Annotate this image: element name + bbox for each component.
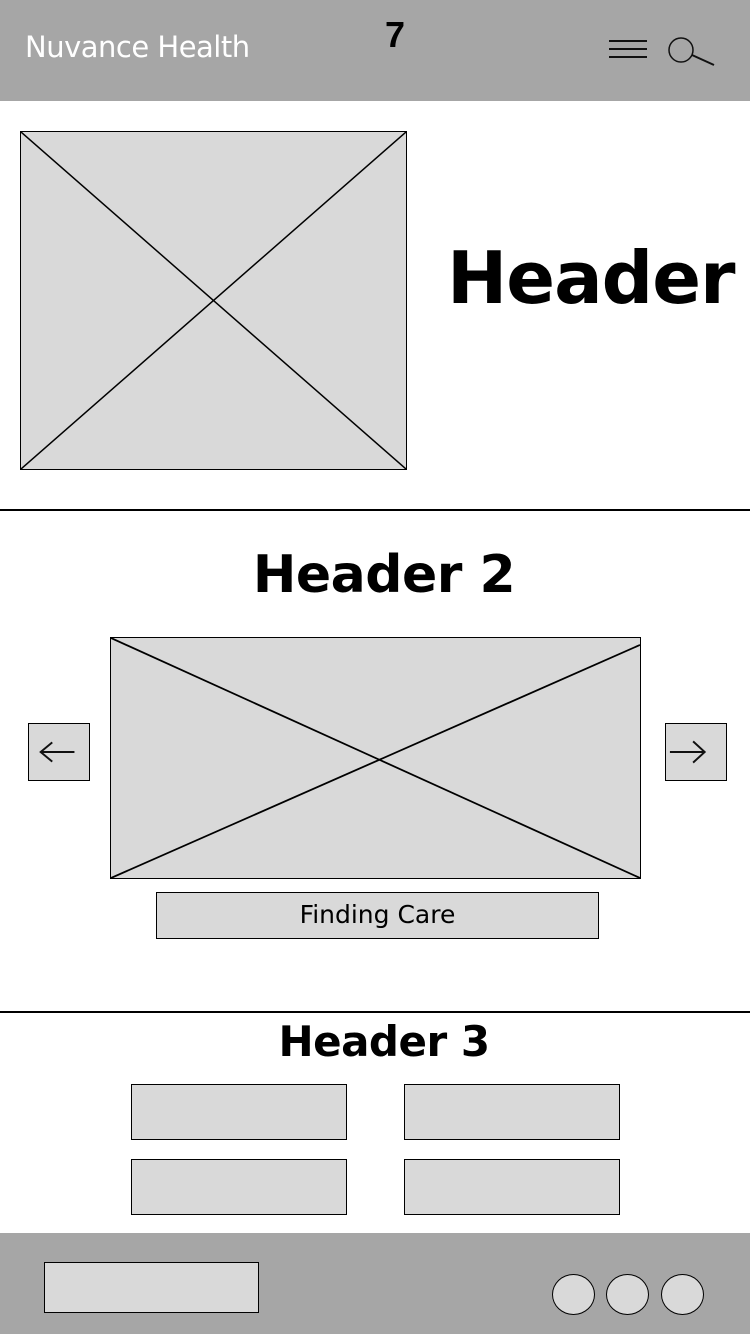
finding-care-button[interactable]: Finding Care [156, 892, 599, 939]
arrow-right-icon [669, 740, 707, 764]
top-navigation-bar: Nuvance Health 7 [0, 0, 750, 101]
section-3-heading: Header 3 [278, 1017, 490, 1066]
social-circle-icon-2[interactable] [606, 1274, 649, 1315]
brand-logo-text[interactable]: Nuvance Health [25, 30, 250, 64]
carousel-image-placeholder[interactable] [110, 637, 641, 879]
social-circle-icon-3[interactable] [661, 1274, 704, 1315]
section-divider [0, 509, 750, 511]
tile-1[interactable] [131, 1084, 347, 1140]
search-button[interactable] [664, 34, 716, 68]
hero-image-placeholder [20, 131, 407, 470]
section-divider [0, 1011, 750, 1013]
carousel-next-button[interactable] [665, 723, 727, 781]
image-placeholder-icon [111, 638, 640, 878]
footer-link-box[interactable] [44, 1262, 259, 1313]
tile-2[interactable] [404, 1084, 620, 1140]
search-icon [668, 37, 715, 66]
image-placeholder-icon [21, 132, 406, 469]
menu-button[interactable] [606, 36, 648, 62]
page-number: 7 [385, 14, 406, 55]
section-2-heading: Header 2 [252, 545, 516, 605]
tile-3[interactable] [131, 1159, 347, 1215]
tile-4[interactable] [404, 1159, 620, 1215]
hero-heading: Header [447, 236, 736, 320]
hamburger-menu-icon [609, 40, 647, 58]
footer-bar [0, 1233, 750, 1334]
social-circle-icon-1[interactable] [552, 1274, 595, 1315]
carousel-prev-button[interactable] [28, 723, 90, 781]
arrow-left-icon [39, 741, 75, 763]
